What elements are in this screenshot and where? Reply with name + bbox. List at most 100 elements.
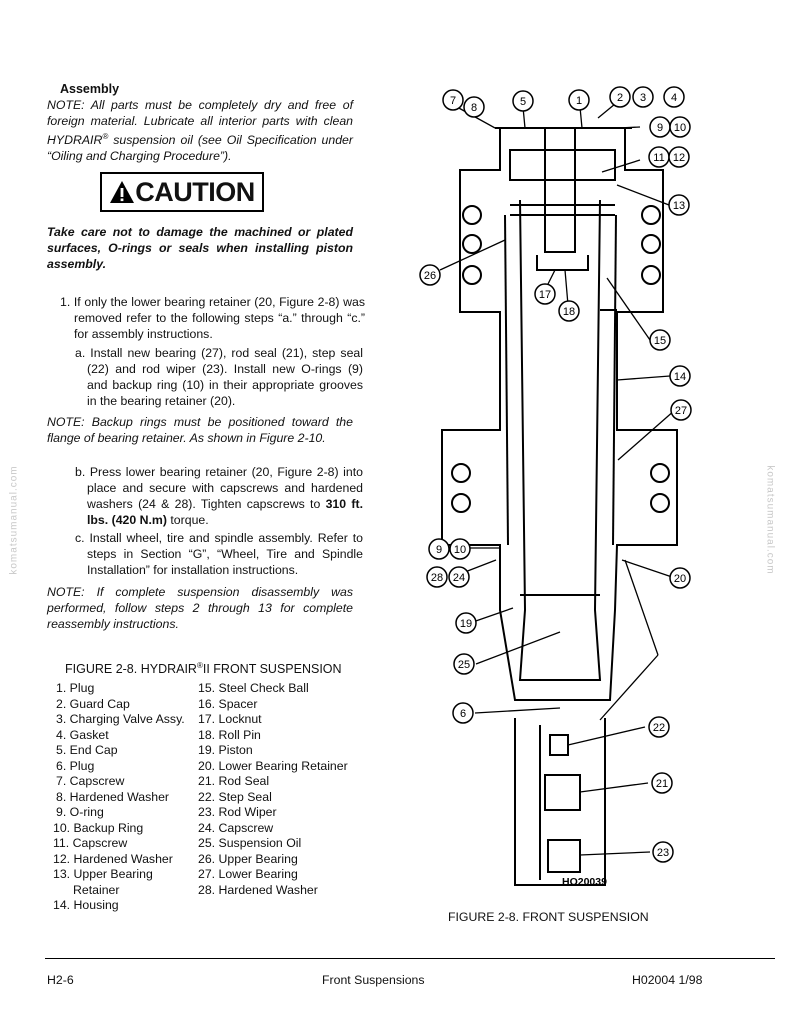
callout-circle xyxy=(669,365,691,387)
callout-circle xyxy=(670,399,692,421)
part-item: 13. Upper Bearing xyxy=(53,867,153,881)
footer-doc-code: H02004 1/98 xyxy=(632,973,703,987)
part-item: 10. Backup Ring xyxy=(53,820,144,835)
callout-circle xyxy=(568,89,590,111)
figure-caption: FIGURE 2-8. FRONT SUSPENSION xyxy=(448,910,649,924)
callout-number: 25 xyxy=(458,659,470,671)
callout-number: 17 xyxy=(539,289,551,301)
registered-mark: ® xyxy=(196,661,203,670)
watermark-right: komatsumanual.com xyxy=(764,465,776,575)
callout-circle xyxy=(649,329,671,351)
part-item: 1. Plug xyxy=(56,681,95,695)
callout-number: 3 xyxy=(640,92,646,104)
section-heading: Assembly xyxy=(60,82,120,96)
part-item: 5. End Cap xyxy=(56,743,118,757)
callout-number: 9 xyxy=(436,544,442,556)
registered-mark: ® xyxy=(102,132,109,141)
part-item: 22. Step Seal xyxy=(198,789,272,804)
parts-list-title: FIGURE 2-8. HYDRAIR®II FRONT SUSPENSION xyxy=(65,661,342,676)
part-item: 2. Guard Cap xyxy=(56,696,130,711)
note-backup-rings: NOTE: Backup rings must be positioned to… xyxy=(47,415,353,445)
callout-number: 22 xyxy=(653,722,665,734)
leader-lines xyxy=(439,103,676,856)
callout-number: 5 xyxy=(520,96,526,108)
callout-circle xyxy=(463,96,485,118)
step-c: c. Install wheel, tire and spindle assem… xyxy=(75,531,363,577)
callout-circle xyxy=(512,90,534,112)
note-lubricate-text: NOTE: All parts must be completely dry a… xyxy=(47,98,353,148)
step-b: b. Press lower bearing retainer (20, Fig… xyxy=(75,464,363,528)
part-item: 14. Housing xyxy=(53,898,119,912)
callout-circle xyxy=(669,567,691,589)
callout-number: 9 xyxy=(657,122,663,134)
callout-number: 14 xyxy=(674,371,686,383)
callout-number: 20 xyxy=(674,573,686,585)
caution-text: Take care not to damage the machined or … xyxy=(47,225,353,271)
callout-circle xyxy=(609,86,631,108)
callout-circle xyxy=(452,702,474,724)
step-b-text: b. Press lower bearing retainer (20, Fig… xyxy=(75,465,363,511)
callout-number: 28 xyxy=(431,572,443,584)
callout-circle xyxy=(648,716,670,738)
part-item: 26. Upper Bearing xyxy=(198,851,298,866)
callout-number: 24 xyxy=(453,572,465,584)
callout-number: 6 xyxy=(460,708,466,720)
callout-number: 27 xyxy=(675,405,687,417)
callout-number: 1 xyxy=(576,95,582,107)
callout-circle xyxy=(668,194,690,216)
part-item: 7. Capscrew xyxy=(56,774,125,788)
callout-circle xyxy=(668,146,690,168)
figure-code: HO20039 xyxy=(562,876,607,888)
part-item: 24. Capscrew xyxy=(198,820,274,835)
callout-number: 23 xyxy=(657,847,669,859)
note-lubricate: NOTE: All parts must be completely dry a… xyxy=(47,97,353,164)
step-b-end: torque. xyxy=(166,513,209,527)
part-item: 4. Gasket xyxy=(56,727,109,742)
note-lubricate-text-rest: suspension oil (see Oil Specification un… xyxy=(47,133,353,164)
part-item: 8. Hardened Washer xyxy=(56,789,170,804)
part-item: 23. Rod Wiper xyxy=(198,805,277,819)
callout-number: 8 xyxy=(471,102,477,114)
caution-box: CAUTION xyxy=(100,172,264,212)
callout-circle xyxy=(426,566,448,588)
callout-number: 7 xyxy=(450,95,456,107)
callout-circle xyxy=(632,86,654,108)
callout-number: 26 xyxy=(424,270,436,282)
diagram-body xyxy=(441,127,678,886)
callout-circle xyxy=(428,538,450,560)
callout-number: 15 xyxy=(654,335,666,347)
part-item: 9. O-ring xyxy=(56,805,104,819)
callout-number: 21 xyxy=(656,778,668,790)
bolt-holes xyxy=(451,205,670,513)
parts-list-left: 1. Plug 2. Guard Cap 3. Charging Valve A… xyxy=(53,681,185,914)
part-item: 18. Roll Pin xyxy=(198,727,261,742)
note-complete-disassembly: NOTE: If complete suspension disassembly… xyxy=(47,585,353,631)
callout-number: 10 xyxy=(454,544,466,556)
callout-circle xyxy=(419,264,441,286)
callout-circle xyxy=(669,116,691,138)
footer-section-title: Front Suspensions xyxy=(322,973,425,987)
callout-number: 12 xyxy=(673,152,685,164)
callout-circle xyxy=(651,772,673,794)
part-item: 11. Capscrew xyxy=(53,836,128,850)
callout-circle xyxy=(534,283,556,305)
footer-rule xyxy=(45,958,775,959)
callout-circle xyxy=(442,89,464,111)
callout-circle xyxy=(453,653,475,675)
callout-number: 4 xyxy=(671,92,677,104)
callout-circle xyxy=(558,300,580,322)
part-item: 21. Rod Seal xyxy=(198,774,270,788)
callout-number: 2 xyxy=(617,92,623,104)
parts-list-right: 15. Steel Check Ball 16. Spacer 17. Lock… xyxy=(198,681,348,898)
part-item: 16. Spacer xyxy=(198,696,258,711)
watermark-left: komatsumanual.com xyxy=(8,465,20,575)
callout-number: 11 xyxy=(653,152,664,164)
part-item-continuation: Retainer xyxy=(73,882,120,897)
part-item: 27. Lower Bearing xyxy=(198,867,298,881)
part-item: 15. Steel Check Ball xyxy=(198,681,309,695)
part-item: 25. Suspension Oil xyxy=(198,836,302,850)
callout-circle xyxy=(652,841,674,863)
warning-triangle-icon xyxy=(110,181,135,203)
